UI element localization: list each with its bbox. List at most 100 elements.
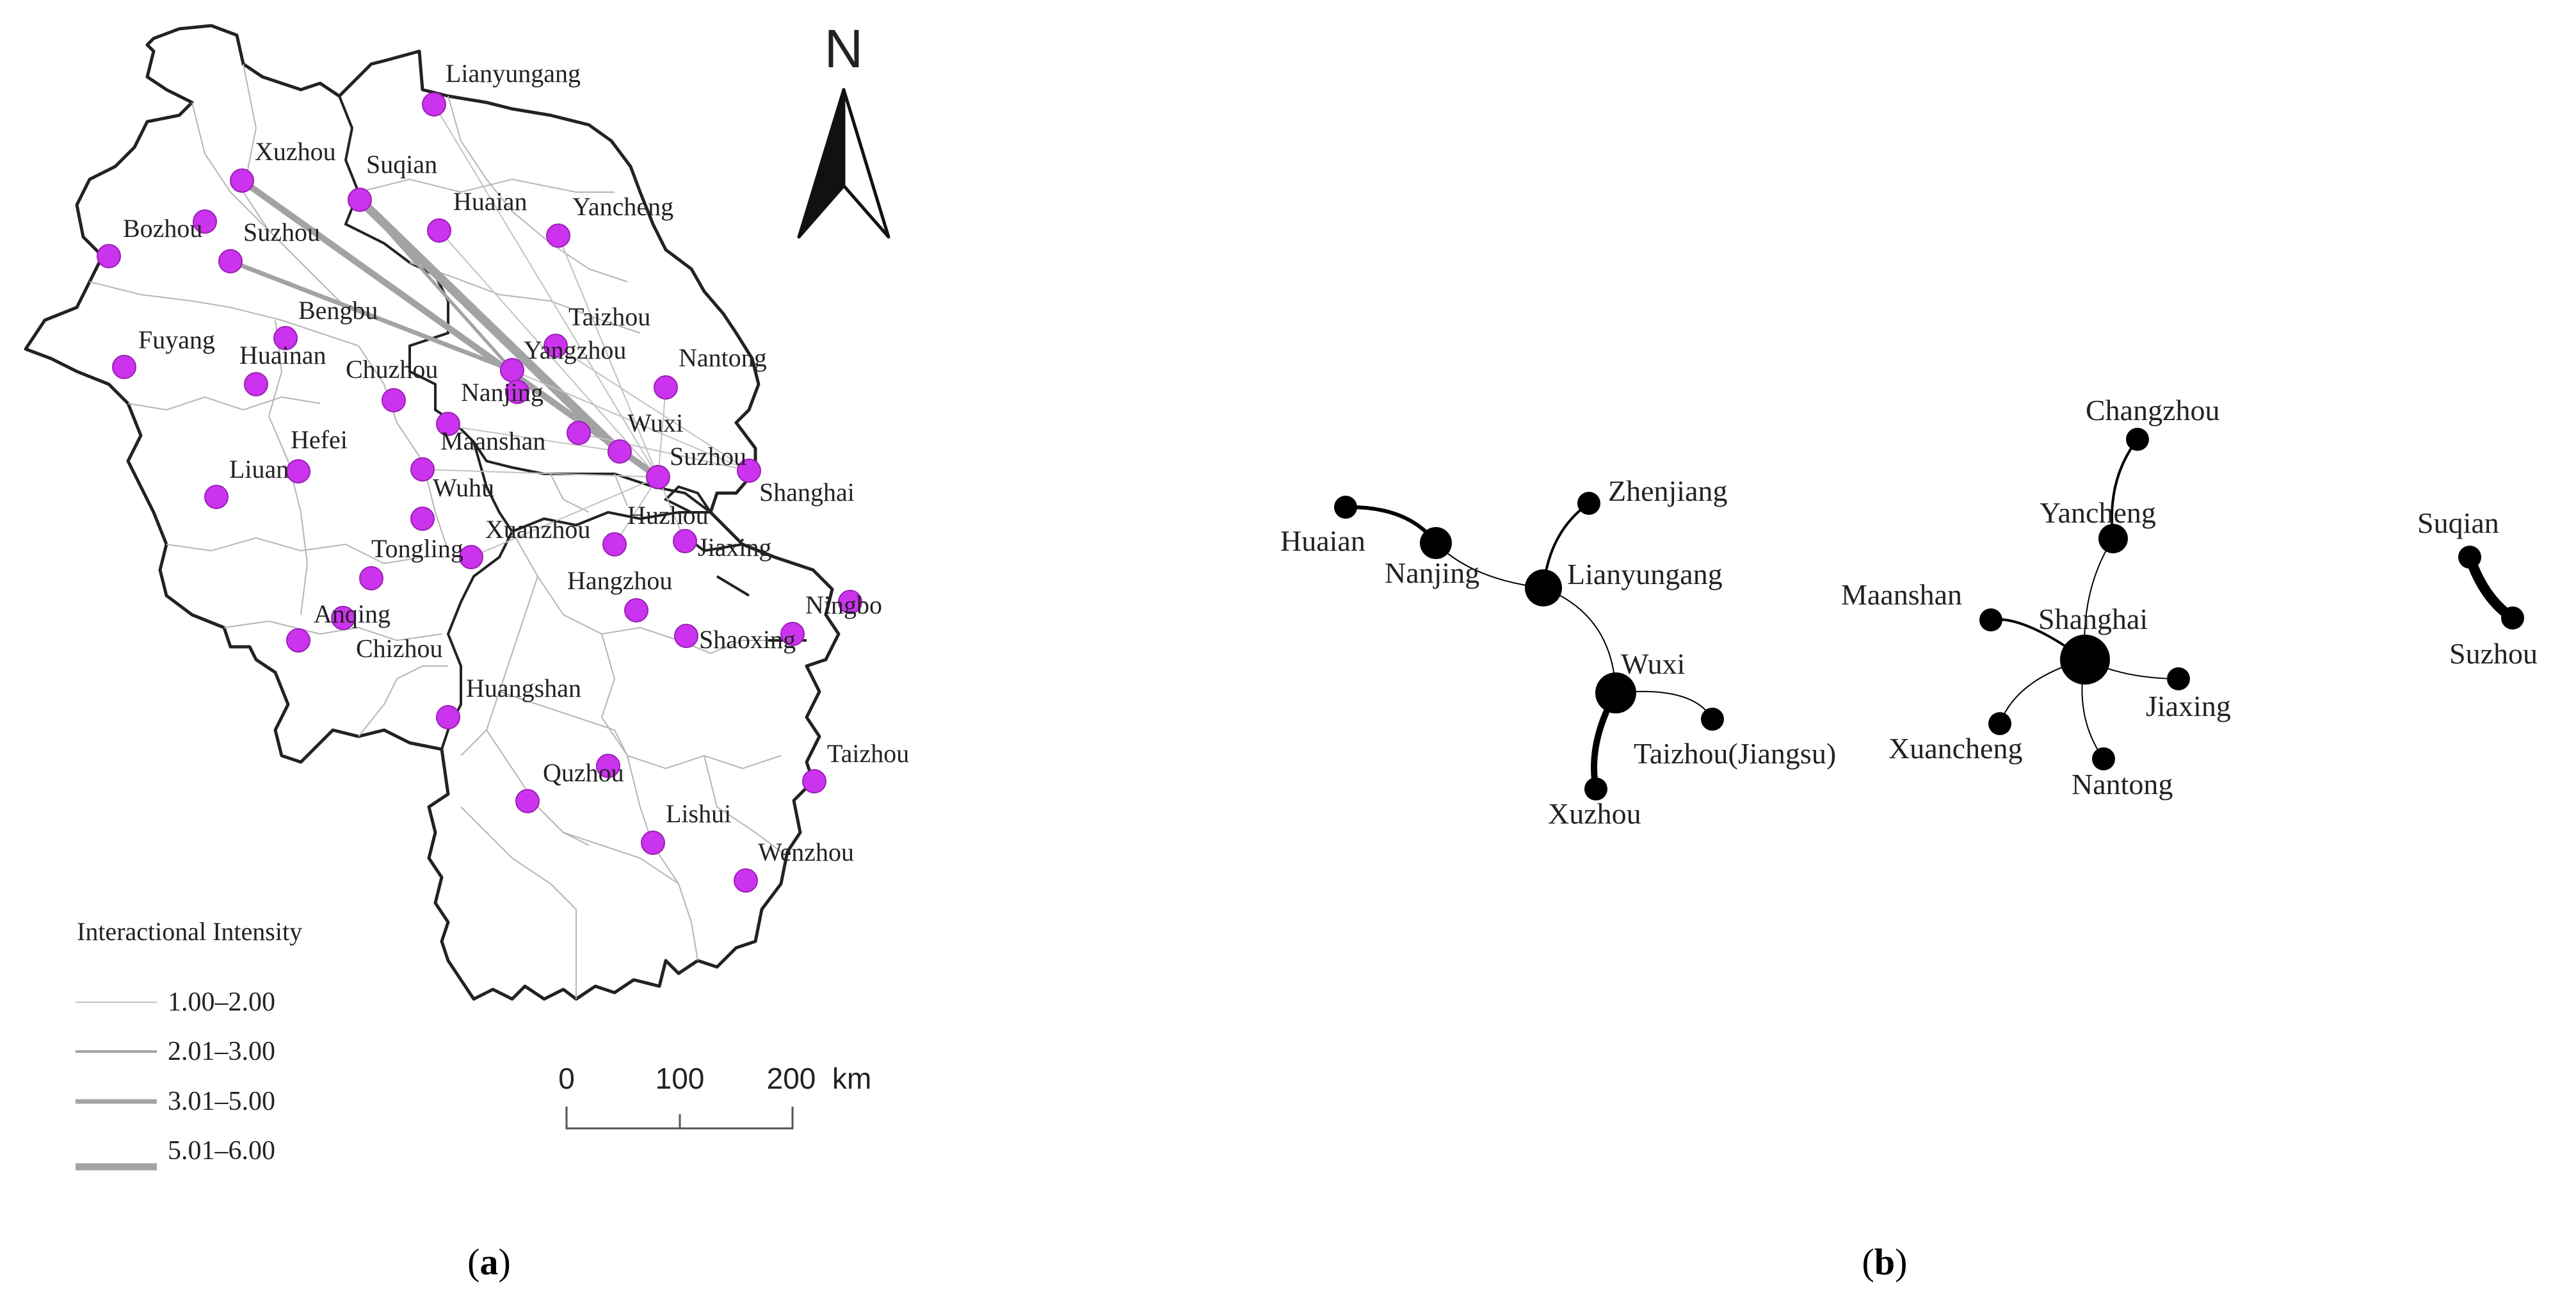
city-label: Suzhou bbox=[243, 218, 320, 247]
flow-line-weak bbox=[422, 469, 659, 478]
city-dot bbox=[596, 754, 620, 778]
city-label: Chuzhou bbox=[346, 355, 438, 384]
city-dot bbox=[459, 545, 483, 569]
legend-item-label: 3.01–5.00 bbox=[168, 1087, 275, 1116]
city-dot bbox=[505, 380, 529, 404]
city-dot bbox=[436, 412, 460, 436]
city-label: Suqian bbox=[366, 150, 437, 179]
flow-line-weak bbox=[447, 425, 620, 452]
city-dot bbox=[641, 831, 665, 855]
panel-b-network: Huaian Nanjing Zhenjiang Lianyungang Wux… bbox=[1280, 394, 2538, 1283]
city-label: Tongling bbox=[371, 534, 463, 563]
city-label: Quzhou bbox=[543, 758, 624, 787]
city-label: Fuyang bbox=[138, 325, 215, 354]
network-node bbox=[1701, 708, 1724, 731]
node-label: Jiaxing bbox=[2146, 690, 2231, 722]
city-dot bbox=[286, 459, 310, 483]
node-label: Taizhou(Jiangsu) bbox=[1634, 737, 1836, 770]
scale-bar: 0 100 200 km bbox=[558, 1062, 871, 1130]
city-dot bbox=[422, 92, 446, 117]
city-label: Chizhou bbox=[356, 634, 443, 663]
city-label: Ningbo bbox=[805, 590, 882, 619]
network-node bbox=[1584, 777, 1607, 800]
city-dot bbox=[193, 209, 217, 234]
node-label: Huaian bbox=[1280, 524, 1365, 557]
panel-a-caption: (a) bbox=[467, 1241, 511, 1283]
city-label: Lianyungang bbox=[446, 59, 581, 88]
city-label: Nanjing bbox=[461, 378, 543, 407]
legend-item-label: 1.00–2.00 bbox=[168, 987, 275, 1017]
city-label: Maanshan bbox=[440, 427, 545, 455]
flow-line-weak bbox=[657, 387, 666, 478]
node-label: Shanghai bbox=[2038, 603, 2148, 635]
node-label: Nanjing bbox=[1385, 557, 1479, 589]
scale-unit: km bbox=[832, 1062, 871, 1095]
province-boundary-anhui-zhejiang bbox=[440, 441, 514, 750]
city-label: Lishui bbox=[666, 799, 731, 828]
scale-tick-label: 0 bbox=[558, 1062, 575, 1095]
city-dot bbox=[112, 355, 136, 379]
node-label: Xuzhou bbox=[1548, 797, 1641, 830]
city-label: Bengbu bbox=[298, 296, 378, 325]
legend-title: Interactional Intensity bbox=[77, 917, 302, 946]
city-dot bbox=[543, 334, 568, 358]
city-label: Liuan bbox=[229, 455, 289, 483]
node-label: Yancheng bbox=[2040, 496, 2156, 529]
network-node bbox=[2098, 524, 2128, 553]
city-dot bbox=[602, 532, 627, 557]
city-dot bbox=[838, 590, 862, 614]
flow-line-weak bbox=[576, 432, 750, 471]
city-dot bbox=[230, 168, 254, 193]
city-label: Wenzhou bbox=[758, 838, 854, 866]
city-dot bbox=[802, 769, 826, 793]
flow-line-strong bbox=[355, 195, 624, 456]
network-node bbox=[1334, 496, 1357, 519]
network-node bbox=[1525, 569, 1562, 606]
city-dot bbox=[359, 566, 383, 590]
north-label: N bbox=[825, 19, 864, 79]
city-label: Bozhou bbox=[123, 214, 202, 243]
network-node bbox=[1979, 608, 2002, 631]
city-label: Hangzhou bbox=[567, 566, 672, 595]
city-dot bbox=[734, 868, 758, 893]
city-label: Shanghai bbox=[759, 478, 855, 507]
node-label: Maanshan bbox=[1841, 578, 1962, 611]
city-label: Hefei bbox=[291, 425, 348, 454]
city-dot bbox=[624, 598, 648, 622]
city-label: Wuxi bbox=[627, 409, 683, 437]
city-dot bbox=[674, 624, 698, 648]
city-label: Nantong bbox=[679, 343, 767, 372]
city-dot bbox=[204, 485, 229, 509]
node-label: Lianyungang bbox=[1567, 558, 1723, 590]
city-label: Huaian bbox=[453, 187, 527, 216]
city-dot bbox=[515, 789, 540, 813]
network-node bbox=[1577, 492, 1600, 515]
city-label: Huainan bbox=[239, 341, 326, 370]
network-node bbox=[2060, 635, 2110, 685]
network-node bbox=[2126, 428, 2149, 451]
node-label: Xuancheng bbox=[1888, 732, 2022, 765]
city-label: Wuhu bbox=[433, 473, 494, 502]
city-dot bbox=[410, 507, 435, 531]
flow-line-weak bbox=[555, 345, 750, 471]
legend-item-label: 5.01–6.00 bbox=[168, 1136, 275, 1166]
city-label: Huangshan bbox=[466, 674, 581, 703]
scale-tick-label: 100 bbox=[656, 1062, 705, 1095]
city-dot bbox=[737, 459, 761, 483]
node-label: Zhenjiang bbox=[1608, 475, 1728, 507]
network-labels: Huaian Nanjing Zhenjiang Lianyungang Wux… bbox=[1280, 394, 2538, 830]
flow-line-weak bbox=[614, 476, 659, 545]
legend-item-label: 2.01–3.00 bbox=[168, 1037, 275, 1066]
network-nodes bbox=[1334, 428, 2524, 800]
network-node bbox=[2501, 606, 2524, 630]
node-label: Nantong bbox=[2072, 768, 2173, 800]
network-node bbox=[1988, 712, 2011, 735]
city-label: Yancheng bbox=[572, 192, 673, 221]
city-dot bbox=[218, 249, 243, 273]
node-label: Suqian bbox=[2417, 507, 2499, 539]
network-node bbox=[1420, 527, 1452, 559]
city-label: Jiaxing bbox=[698, 533, 772, 562]
city-dot bbox=[348, 188, 372, 212]
city-dot bbox=[331, 606, 355, 630]
